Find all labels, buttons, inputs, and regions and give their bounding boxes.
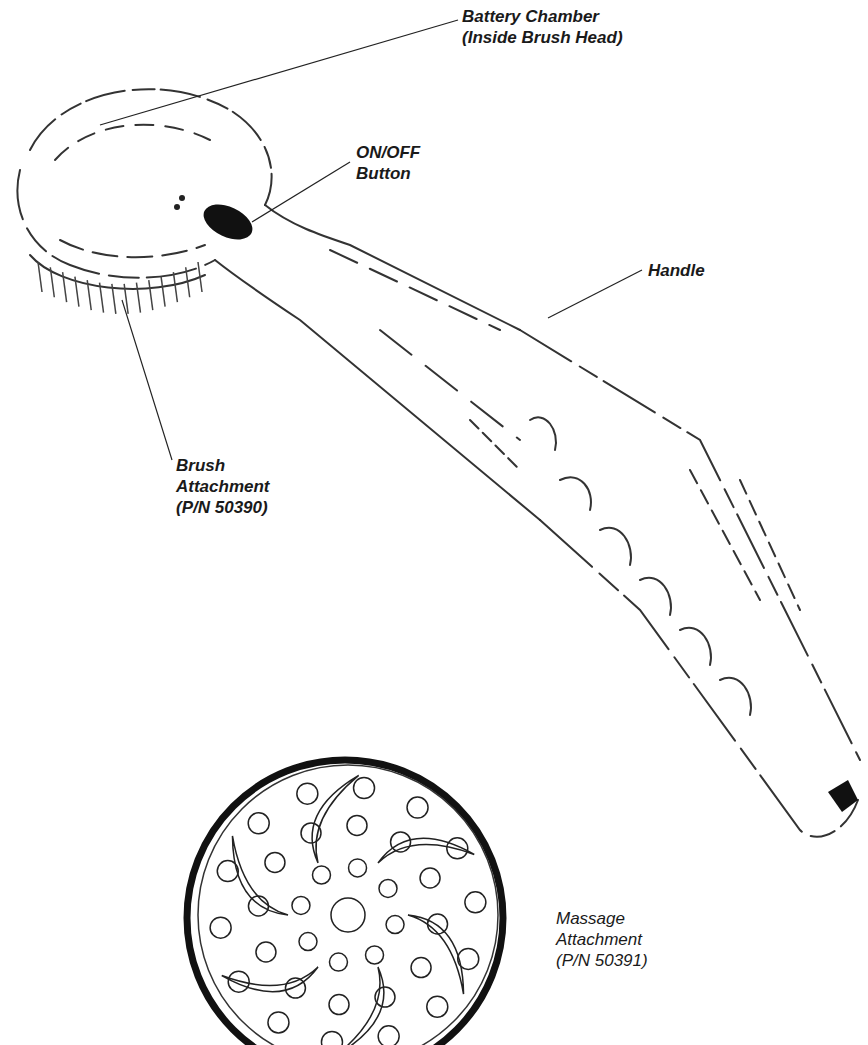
leader-line (122, 300, 172, 460)
leader-line (548, 270, 642, 318)
massage-disc-face (198, 765, 498, 1045)
massage-disc-rim (187, 760, 503, 1045)
massage-swirls (222, 775, 474, 1045)
leader-lines (100, 20, 642, 460)
massage-holes (210, 778, 486, 1045)
on-off-button (198, 197, 258, 246)
part-label: Handle (648, 260, 768, 281)
part-label: Massage Attachment (P/N 50391) (556, 908, 668, 971)
brush-body (17, 89, 860, 837)
part-label: Brush Attachment (P/N 50390) (176, 455, 288, 518)
handle-end-cap (828, 780, 858, 812)
part-label: ON/OFF Button (356, 142, 436, 184)
leader-line (252, 162, 350, 222)
indicator-dot (174, 204, 180, 210)
indicator-dot (179, 195, 185, 201)
leader-line (100, 20, 458, 125)
bristles (38, 262, 202, 314)
part-label: Battery Chamber (Inside Brush Head) (462, 6, 652, 48)
